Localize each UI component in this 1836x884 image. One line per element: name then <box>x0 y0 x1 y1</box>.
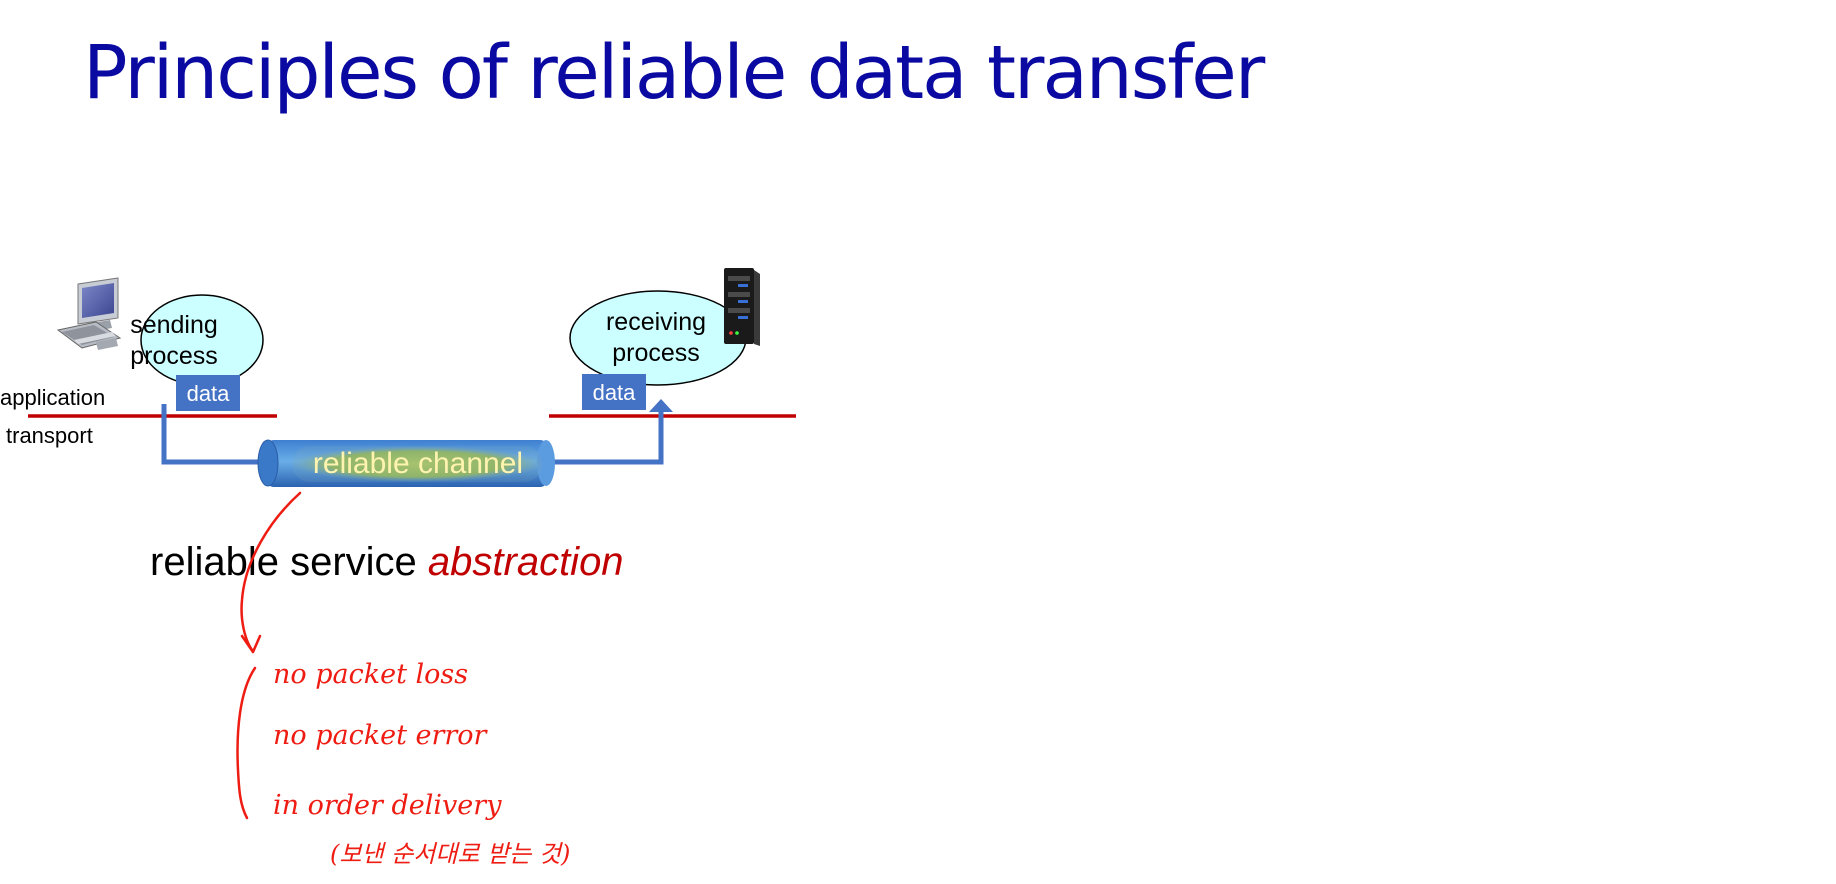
caption-emphasis: abstraction <box>428 540 624 584</box>
receiver-data-box <box>582 374 646 410</box>
desktop-computer-icon <box>56 277 122 350</box>
receiver-arrow-head <box>649 399 673 412</box>
receiving-process-ellipse <box>569 290 747 386</box>
slide-title: Principles of reliable data transfer <box>83 30 1265 116</box>
sender-data-box <box>176 375 240 411</box>
handwritten-arrow <box>240 491 302 652</box>
handwritten-note-2: no packet error <box>273 720 489 751</box>
sending-process-ellipse <box>140 294 264 386</box>
reliable-channel-pipe <box>257 439 555 487</box>
sender-arrow-path <box>161 404 268 465</box>
handwritten-note-3: in order delivery <box>273 790 502 821</box>
application-layer-label: application <box>0 385 105 410</box>
receiver-data-label: data <box>593 380 637 405</box>
handwritten-arrow-head <box>240 634 262 654</box>
transport-layer-label: transport <box>6 423 93 448</box>
sender-data-label: data <box>187 381 231 406</box>
reliable-channel-label: reliable channel <box>313 447 523 480</box>
handwritten-note-1: no packet loss <box>273 659 468 690</box>
receiver-arrow-path <box>548 410 664 465</box>
receiving-process-line2: process <box>612 339 700 367</box>
service-abstraction-caption: reliable service abstraction <box>150 540 624 584</box>
server-tower-icon <box>724 268 760 346</box>
handwritten-note-4: (보낸 순서대로 받는 것) <box>330 840 570 868</box>
sending-process-line1: sending <box>130 311 218 339</box>
handwritten-brace <box>236 666 257 820</box>
receiving-process-line1: receiving <box>606 308 706 336</box>
sending-process-line2: process <box>130 342 218 370</box>
caption-plain: reliable service <box>150 540 428 584</box>
